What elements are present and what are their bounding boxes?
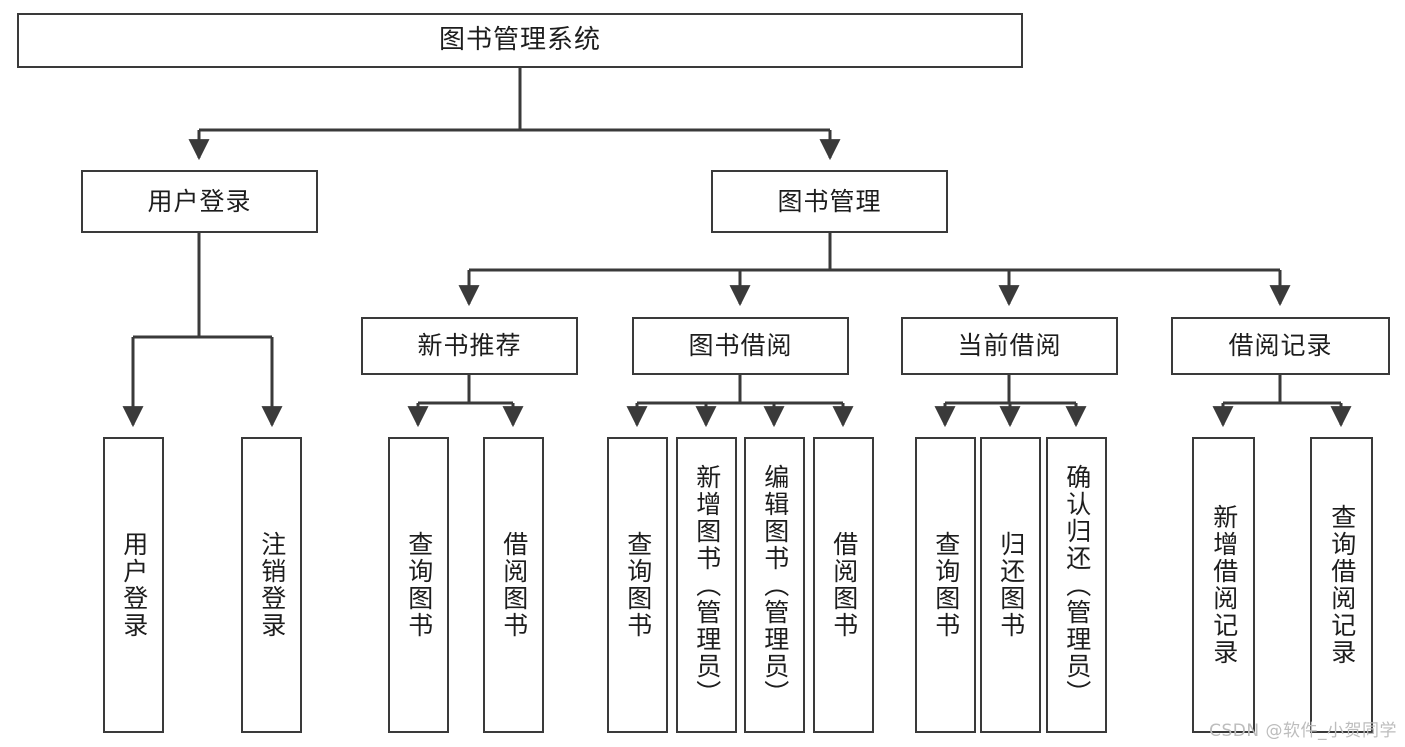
leaf-user-login-logout[interactable]: 注销登录 xyxy=(241,437,302,733)
node-label: 归还图书 xyxy=(996,531,1026,639)
leaf-borrow-record-query[interactable]: 查询借阅记录 xyxy=(1310,437,1373,733)
node-borrow-record[interactable]: 借阅记录 xyxy=(1171,317,1390,375)
node-label: 图书管理 xyxy=(777,186,882,216)
node-root-system[interactable]: 图书管理系统 xyxy=(17,13,1023,68)
leaf-book-borrow-borrow[interactable]: 借阅图书 xyxy=(813,437,874,733)
node-current-borrow[interactable]: 当前借阅 xyxy=(901,317,1118,375)
node-label: 借阅图书 xyxy=(499,531,529,639)
leaf-new-book-query[interactable]: 查询图书 xyxy=(388,437,449,733)
node-label: 用户登录 xyxy=(147,186,252,216)
node-label: 当前借阅 xyxy=(957,331,1062,361)
node-label: 图书借阅 xyxy=(688,331,793,361)
node-label: 查询借阅记录 xyxy=(1327,504,1357,666)
csdn-watermark: CSDN @软件_小贺同学 xyxy=(1209,721,1397,741)
node-book-borrow[interactable]: 图书借阅 xyxy=(632,317,849,375)
node-label: 用户登录 xyxy=(119,531,149,639)
node-new-book-recommend[interactable]: 新书推荐 xyxy=(361,317,578,375)
node-label: 查询图书 xyxy=(931,531,961,639)
node-book-management[interactable]: 图书管理 xyxy=(711,170,948,233)
leaf-borrow-record-add[interactable]: 新增借阅记录 xyxy=(1192,437,1255,733)
node-user-login[interactable]: 用户登录 xyxy=(81,170,318,233)
node-label: 确认归还（管理员） xyxy=(1062,463,1092,707)
node-label: 图书管理系统 xyxy=(438,25,601,56)
node-label: 注销登录 xyxy=(257,531,287,639)
leaf-new-book-borrow[interactable]: 借阅图书 xyxy=(483,437,544,733)
node-label: 编辑图书（管理员） xyxy=(760,463,790,707)
node-label: 新书推荐 xyxy=(417,331,522,361)
node-label: 查询图书 xyxy=(623,531,653,639)
node-label: 新增借阅记录 xyxy=(1209,504,1239,666)
leaf-book-borrow-add-admin[interactable]: 新增图书（管理员） xyxy=(676,437,737,733)
node-label: 查询图书 xyxy=(404,531,434,639)
leaf-user-login-login[interactable]: 用户登录 xyxy=(103,437,164,733)
leaf-current-borrow-return[interactable]: 归还图书 xyxy=(980,437,1041,733)
node-label: 借阅图书 xyxy=(829,531,859,639)
node-label: 新增图书（管理员） xyxy=(692,463,722,707)
leaf-book-borrow-edit-admin[interactable]: 编辑图书（管理员） xyxy=(744,437,805,733)
node-label: 借阅记录 xyxy=(1228,331,1333,361)
leaf-current-borrow-confirm-admin[interactable]: 确认归还（管理员） xyxy=(1046,437,1107,733)
leaf-book-borrow-query[interactable]: 查询图书 xyxy=(607,437,668,733)
leaf-current-borrow-query[interactable]: 查询图书 xyxy=(915,437,976,733)
